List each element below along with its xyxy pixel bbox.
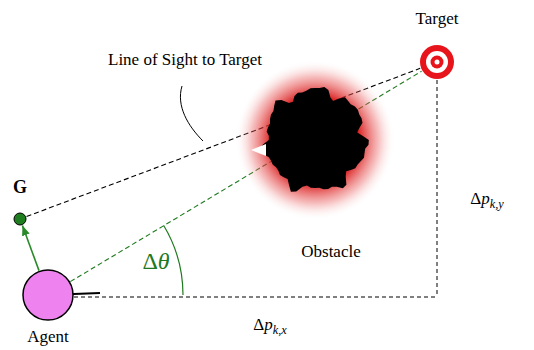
- line-of-sight-label: Line of Sight to Target: [108, 50, 262, 70]
- node-shape: [13, 212, 27, 226]
- target-center: [435, 60, 440, 65]
- subscript: k,x: [273, 324, 287, 338]
- text-part: Δ: [253, 315, 264, 334]
- node-shape: [22, 269, 74, 321]
- node-shape: [235, 60, 395, 220]
- goal-node: G: [13, 212, 27, 226]
- obstacle-gap: [251, 144, 266, 156]
- agent-circle: [23, 270, 73, 320]
- dy-label: Δpk,y: [470, 189, 503, 209]
- dimension-line-y: [437, 80, 438, 297]
- obstacle-glow: [235, 60, 395, 220]
- text-part: p: [264, 315, 273, 334]
- dx-label: Δpk,x: [253, 315, 286, 335]
- obstacle-blob: [259, 87, 369, 192]
- node-shape: [419, 44, 455, 80]
- text-part: θ: [158, 248, 170, 274]
- label-holder: Obstacle: [301, 242, 360, 262]
- target-ring: [426, 51, 448, 73]
- text-part: p: [481, 189, 490, 208]
- label-holder: Δpk,x: [253, 315, 286, 335]
- node-label: Agent: [27, 327, 69, 347]
- dimension-line-x: [74, 297, 437, 298]
- obstacle-node: Obstacle: [235, 60, 395, 220]
- label-holder: Agent: [27, 327, 69, 347]
- node-label: Target: [416, 9, 459, 29]
- target-ring: [420, 45, 454, 79]
- subscript: k,y: [490, 198, 504, 212]
- target-node: Target: [419, 44, 455, 80]
- label-holder: Line of Sight to Target: [108, 50, 262, 70]
- goal-dot: [14, 213, 26, 225]
- node-label: G: [13, 177, 27, 198]
- leader-line: [180, 86, 203, 141]
- goal-arrow: [22, 226, 39, 271]
- label-holder: Δθ: [142, 248, 169, 276]
- label-holder: G: [13, 177, 27, 198]
- text-part: Δ: [142, 248, 157, 274]
- node-label: Obstacle: [301, 242, 360, 262]
- label-holder: Δpk,y: [470, 189, 503, 209]
- angle-label: Δθ: [142, 248, 169, 276]
- target-ring: [431, 56, 444, 69]
- agent-node: Agent: [22, 269, 74, 321]
- label-holder: Target: [416, 9, 459, 29]
- text-part: Δ: [470, 189, 481, 208]
